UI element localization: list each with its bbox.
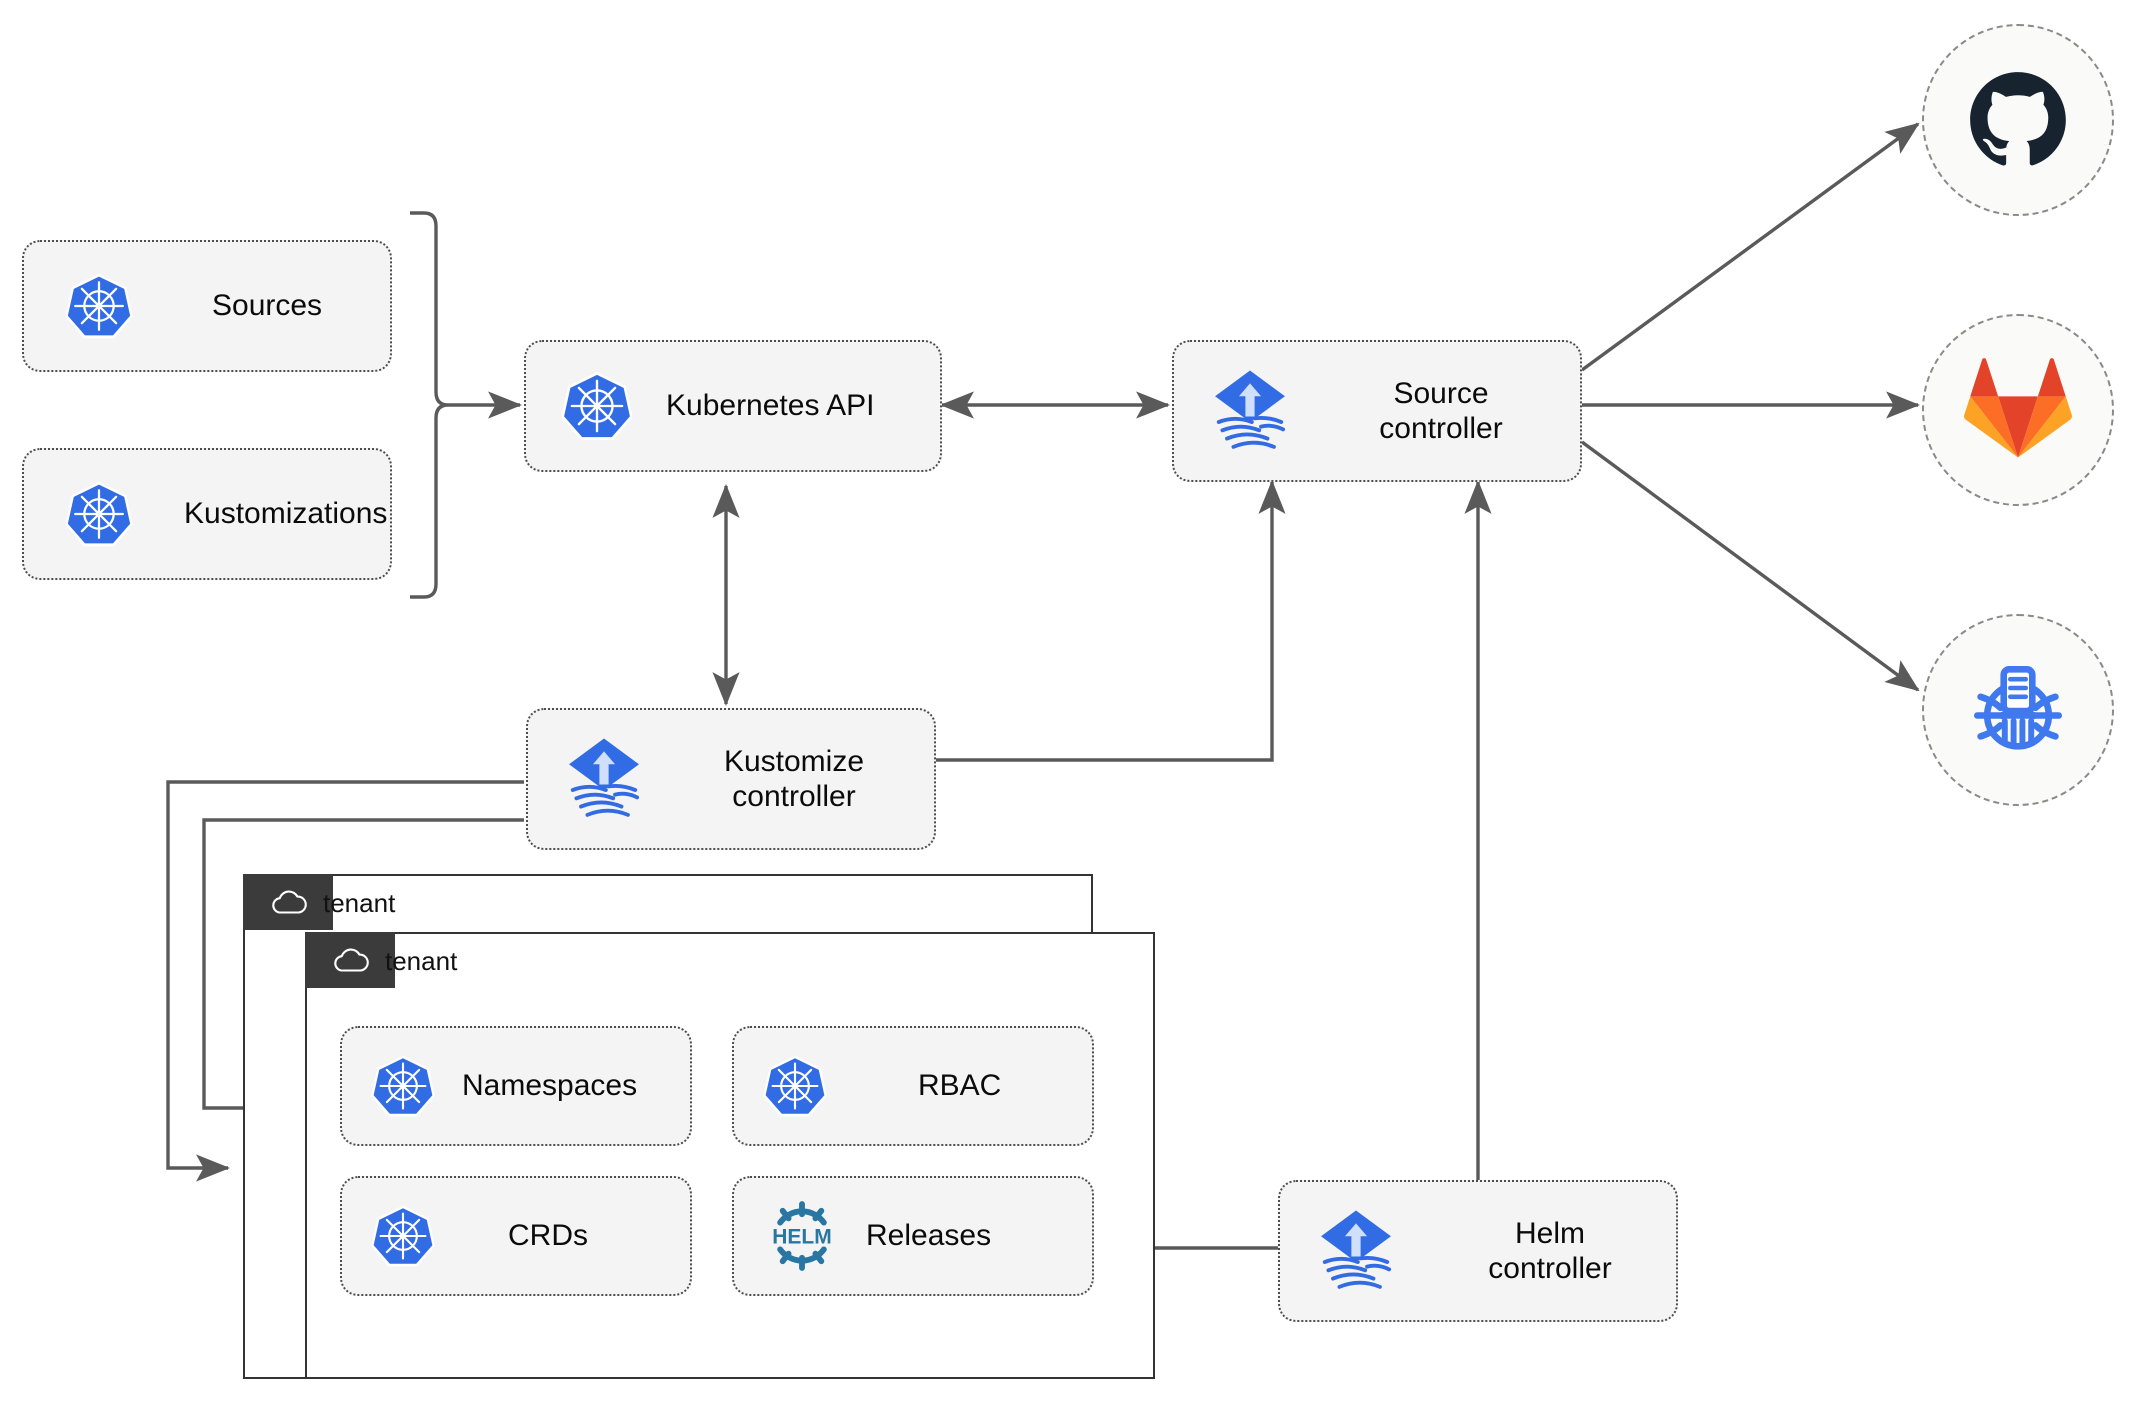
repo-github[interactable] [1922, 24, 2114, 216]
helm-repository-icon [1974, 666, 2062, 750]
wire-sourcecontroller-helmrepo [1580, 440, 1920, 692]
kubernetes-icon [370, 1203, 436, 1269]
cloud-icon [271, 889, 307, 914]
github-icon [1970, 72, 2066, 166]
kubernetes-icon [762, 1053, 828, 1119]
helm-icon: HELM [760, 1194, 844, 1278]
gitlab-icon [1964, 358, 2072, 458]
tenant-label-outer: tenant [323, 888, 396, 918]
flux-icon [558, 733, 650, 825]
node-label: CRDs [508, 1219, 588, 1253]
node-label: Kustomizations [184, 497, 388, 531]
node-sources[interactable]: Sources [22, 240, 392, 372]
node-label: Sources [212, 289, 323, 323]
flux-icon [1310, 1205, 1402, 1297]
wire-sourcecontroller-github [1580, 122, 1920, 372]
node-label: Kubernetes API [666, 389, 875, 423]
node-label: RBAC [918, 1069, 1002, 1103]
node-rbac[interactable]: RBAC [732, 1026, 1094, 1146]
kubernetes-icon [370, 1053, 436, 1119]
node-label: Source controller [1379, 376, 1503, 445]
tenant-container-inner[interactable]: tenant [304, 931, 1155, 1379]
node-kustomize-controller[interactable]: Kustomize controller [526, 708, 936, 850]
repo-helm-repository[interactable] [1922, 614, 2114, 806]
node-kustomizations[interactable]: Kustomizations [22, 448, 392, 580]
kubernetes-icon [64, 479, 134, 549]
repo-gitlab[interactable] [1922, 314, 2114, 506]
node-helm-controller[interactable]: Helm controller [1278, 1180, 1678, 1322]
node-source-controller[interactable]: Source controller [1172, 340, 1582, 482]
node-label: Namespaces [462, 1069, 638, 1103]
flux-icon [1204, 365, 1296, 457]
svg-text:HELM: HELM [772, 1226, 832, 1249]
node-label: Helm controller [1488, 1216, 1612, 1285]
tenant-tab-inner [304, 931, 395, 988]
node-namespaces[interactable]: Namespaces [340, 1026, 692, 1146]
kubernetes-icon [560, 369, 634, 443]
node-label: Kustomize controller [723, 744, 865, 813]
tenant-tab-outer [242, 873, 333, 930]
node-label: Releases [866, 1219, 992, 1253]
wire-kustomizecontroller-sourcecontroller [936, 479, 1286, 762]
node-crds[interactable]: CRDs [340, 1176, 692, 1296]
node-releases[interactable]: HELM Releases [732, 1176, 1094, 1296]
node-kubernetes-api[interactable]: Kubernetes API [524, 340, 942, 472]
cloud-icon [333, 947, 369, 972]
kubernetes-icon [64, 271, 134, 341]
group-bracket [410, 211, 449, 599]
tenant-label-inner: tenant [385, 946, 458, 976]
